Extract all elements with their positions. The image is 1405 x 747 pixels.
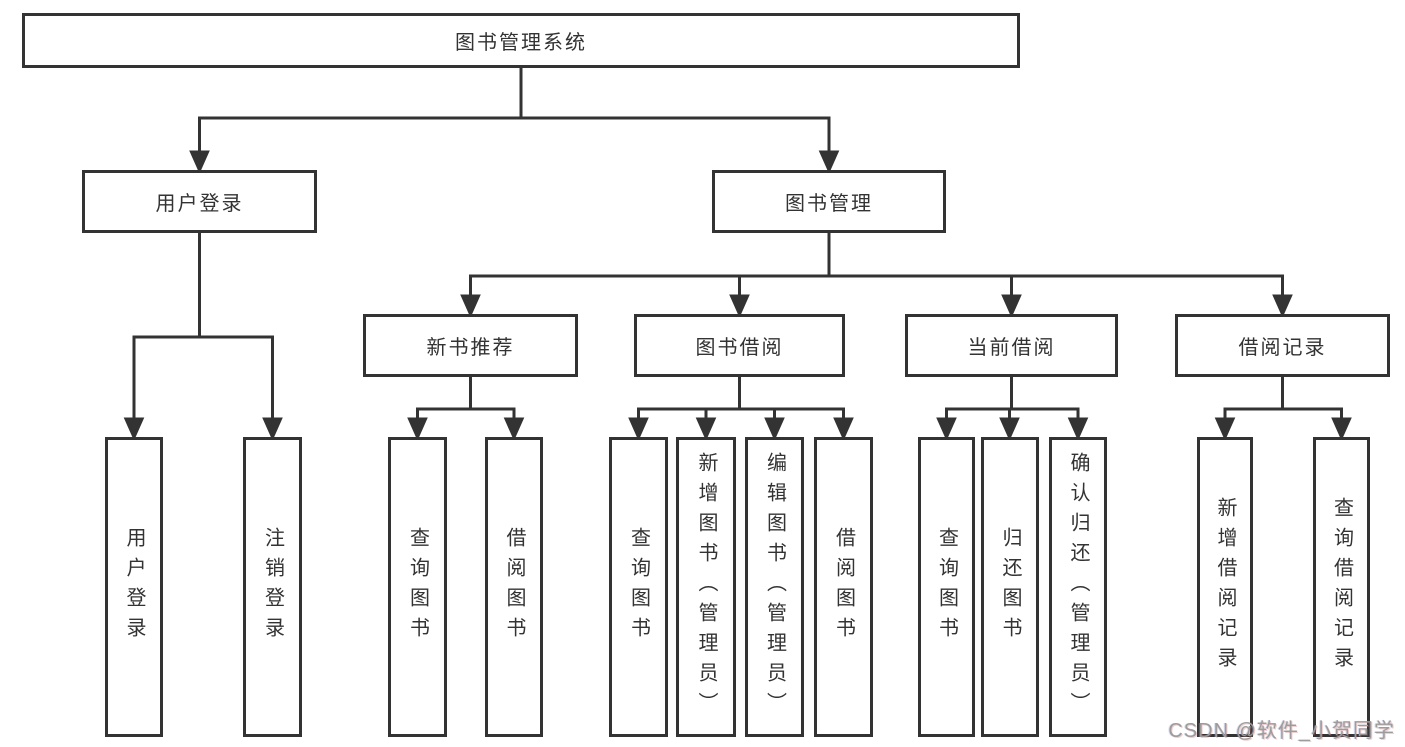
node-current-borrowing: 当前借阅	[905, 314, 1118, 377]
leaf-borrow-books-1: 借阅图书	[485, 437, 543, 737]
node-label: 借阅记录	[1238, 337, 1327, 359]
leaf-confirm-return-admin: 确认归还（管理员）	[1049, 437, 1107, 737]
leaf-query-borrow-record: 查询借阅记录	[1313, 437, 1370, 737]
leaf-edit-books-admin: 编辑图书（管理员）	[745, 437, 804, 737]
leaf-query-books-2: 查询图书	[609, 437, 668, 737]
node-label: 图书管理系统	[455, 32, 587, 54]
node-user-login: 用户登录	[82, 170, 317, 233]
leaf-user-login: 用户登录	[105, 437, 163, 737]
leaf-label: 新增图书（管理员）	[695, 452, 717, 722]
leaf-label: 查询图书	[406, 527, 429, 647]
leaf-label: 借阅图书	[503, 527, 525, 647]
leaf-add-books-admin: 新增图书（管理员）	[676, 437, 736, 737]
leaf-borrow-books-2: 借阅图书	[814, 437, 873, 737]
leaf-query-books-3: 查询图书	[918, 437, 975, 737]
leaf-label: 归还图书	[999, 527, 1021, 647]
leaf-label: 确认归还（管理员）	[1067, 452, 1089, 722]
leaf-add-borrow-record: 新增借阅记录	[1197, 437, 1253, 737]
leaf-label: 查询图书	[935, 527, 958, 647]
leaf-logout-login: 注销登录	[243, 437, 302, 737]
leaf-label: 编辑图书（管理员）	[763, 452, 786, 722]
leaf-label: 查询图书	[627, 527, 650, 647]
leaf-query-books-1: 查询图书	[388, 437, 447, 737]
node-label: 新书推荐	[426, 337, 515, 359]
node-label: 图书借阅	[695, 337, 784, 359]
leaf-label: 注销登录	[261, 527, 284, 647]
node-label: 图书管理	[785, 193, 873, 215]
node-new-book-recommendation: 新书推荐	[363, 314, 578, 377]
node-label: 当前借阅	[967, 337, 1056, 359]
node-label: 用户登录	[155, 193, 244, 215]
node-book-management: 图书管理	[712, 170, 946, 233]
leaf-label: 查询借阅记录	[1330, 497, 1353, 677]
leaf-return-books: 归还图书	[981, 437, 1039, 737]
leaf-label: 用户登录	[123, 527, 145, 647]
node-library-management-system: 图书管理系统	[22, 13, 1020, 68]
node-borrowing-records: 借阅记录	[1175, 314, 1390, 377]
watermark: CSDN @软件_小贺同学	[1168, 720, 1395, 742]
node-book-borrowing: 图书借阅	[634, 314, 845, 377]
leaf-label: 新增借阅记录	[1214, 497, 1236, 677]
leaf-label: 借阅图书	[832, 527, 855, 647]
